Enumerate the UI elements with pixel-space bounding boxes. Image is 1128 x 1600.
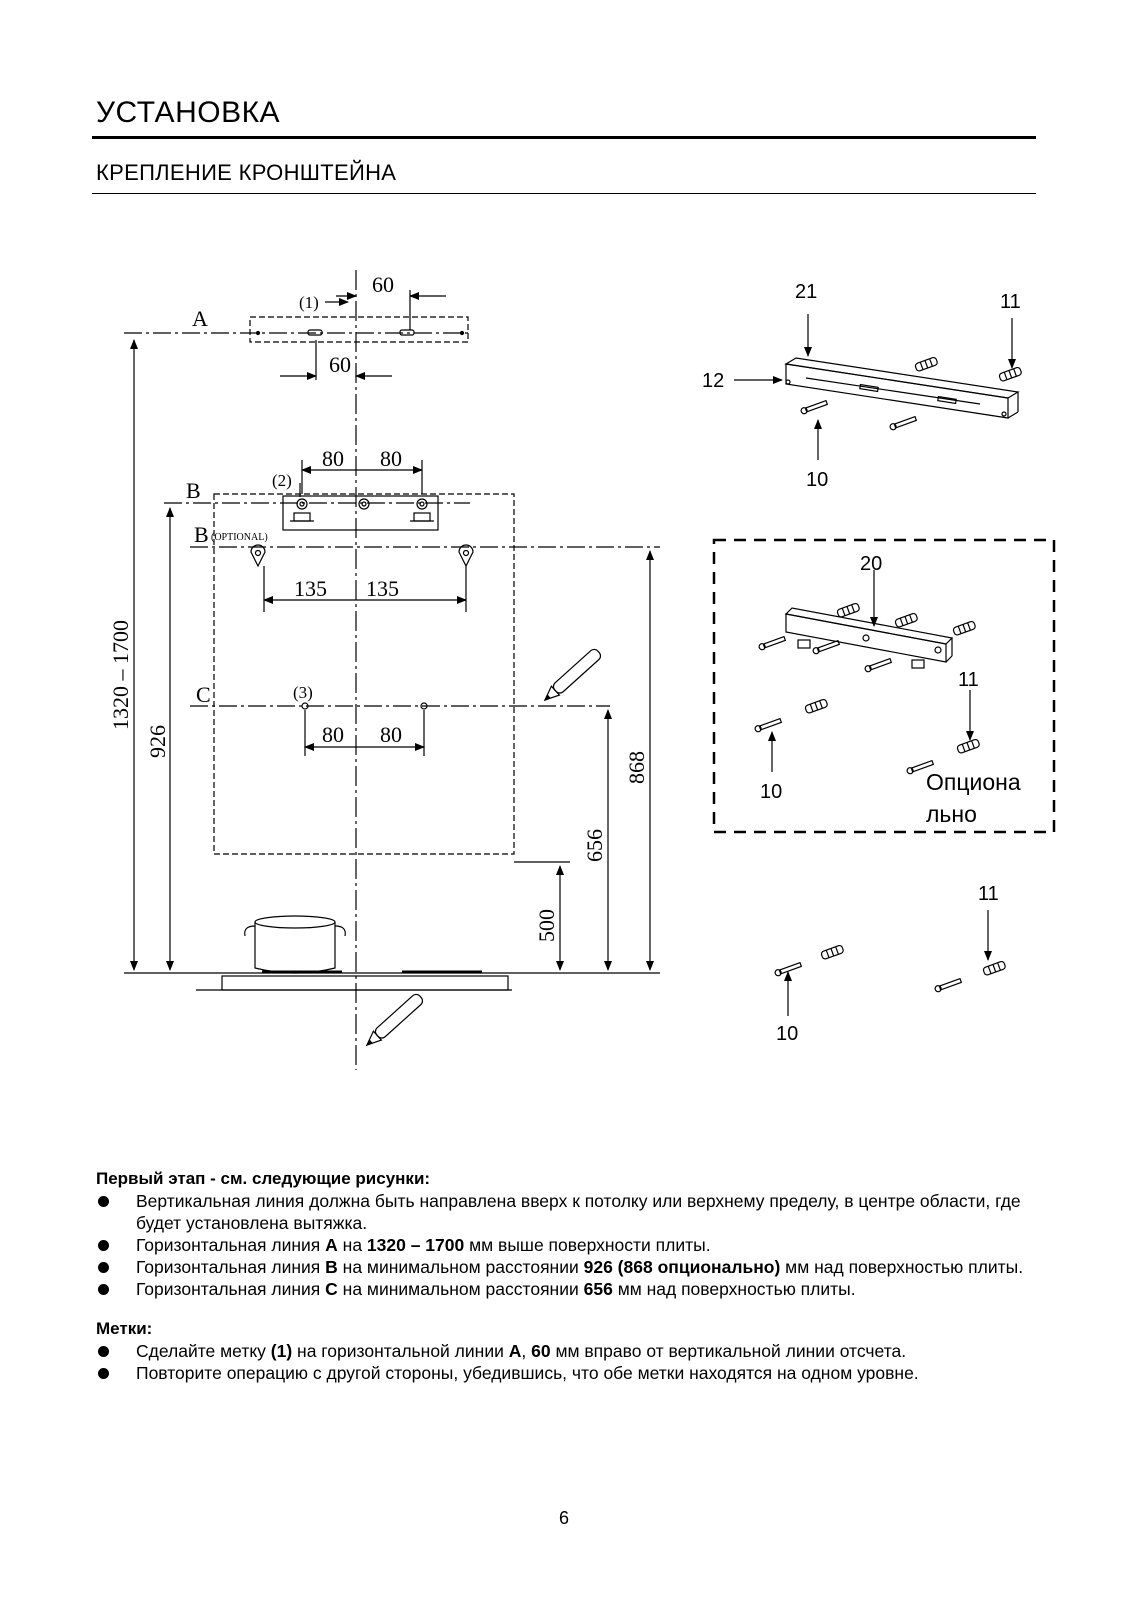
step1-heading: Первый этап - см. следующие рисунки:	[96, 1169, 431, 1188]
dim-135-right: 135	[366, 576, 399, 601]
dim-80-left-c: 80	[322, 722, 344, 747]
marks-heading: Метки:	[96, 1319, 153, 1338]
part-11-top-label: 11	[1000, 291, 1021, 313]
dim-60-top: 60	[372, 272, 394, 297]
list-item: Сделайте метку (1) на горизонтальной лин…	[96, 1340, 1036, 1362]
dim-60-bottom: 60	[329, 352, 351, 377]
dim-1320-1700: 1320 – 1700	[108, 620, 133, 730]
bullet-icon	[98, 1196, 109, 1207]
part-11-bottom-label: 11	[978, 883, 999, 905]
label-mark-2: (2)	[272, 471, 292, 490]
title-rule	[92, 136, 1036, 139]
label-mark-1: (1)	[299, 293, 319, 312]
dim-80-right-c: 80	[380, 722, 402, 747]
dim-80-left-b: 80	[322, 446, 344, 471]
list-item: Вертикальная линия должна быть направлен…	[96, 1190, 1036, 1234]
bullet-icon	[98, 1346, 109, 1357]
dim-135-left: 135	[294, 576, 327, 601]
dim-656: 656	[582, 829, 607, 862]
part-10-bottom-label: 10	[776, 1023, 798, 1045]
page-number: 6	[558, 1508, 569, 1528]
list-item: Горизонтальная линия A на 1320 – 1700 мм…	[96, 1234, 1036, 1256]
instructions: Первый этап - см. следующие рисунки: Вер…	[96, 1168, 1036, 1384]
marks-list: Сделайте метку (1) на горизонтальной лин…	[96, 1340, 1036, 1384]
part-12-label: 12	[702, 370, 724, 392]
bullet-icon	[98, 1262, 109, 1273]
label-mark-3: (3)	[293, 683, 313, 702]
dim-80-right-b: 80	[380, 446, 402, 471]
bullet-icon	[98, 1368, 109, 1379]
dim-868: 868	[624, 751, 649, 784]
label-line-b: B	[186, 478, 201, 503]
part-10-top-label: 10	[806, 469, 828, 491]
label-line-b-optional: B	[194, 522, 209, 547]
section-rule	[92, 193, 1036, 194]
dim-926: 926	[145, 725, 170, 758]
step1-list: Вертикальная линия должна быть направлен…	[96, 1190, 1036, 1300]
part-10-mid-label: 10	[760, 781, 782, 803]
installation-diagram: A (1) 60 60 B (2) 80 80 B (OPTIONAL) 135…	[108, 270, 1056, 1070]
bullet-icon	[98, 1284, 109, 1295]
part-21-label: 21	[795, 281, 817, 303]
part-11-mid-label: 11	[958, 669, 979, 691]
label-line-c: C	[196, 682, 211, 707]
list-item: Повторите операцию с другой стороны, убе…	[96, 1362, 1036, 1384]
list-item: Горизонтальная линия C на минимальном ра…	[96, 1278, 1036, 1300]
list-item: Горизонтальная линия B на минимальном ра…	[96, 1256, 1036, 1278]
part-20-label: 20	[860, 553, 882, 575]
label-optional-note: (OPTIONAL)	[211, 532, 268, 543]
dim-500: 500	[534, 909, 559, 942]
optional-label-line2: льно	[926, 801, 977, 827]
page-title: УСТАНОВКА	[96, 96, 281, 129]
optional-label-line1: Опциона	[926, 769, 1021, 795]
section-title: КРЕПЛЕНИЕ КРОНШТЕЙНА	[96, 160, 397, 185]
bullet-icon	[98, 1240, 109, 1251]
label-line-a: A	[192, 306, 208, 331]
